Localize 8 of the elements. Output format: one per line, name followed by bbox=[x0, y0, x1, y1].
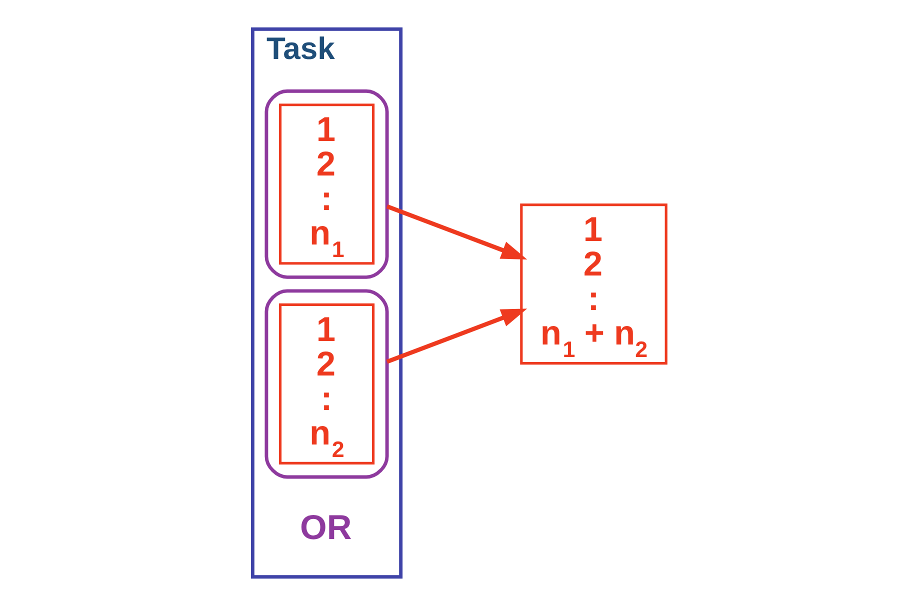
arrow bbox=[386, 204, 527, 260]
node-box: 1 2 : n$_{1}$ + n$_{2}$ bbox=[520, 204, 667, 365]
cluster bbox=[264, 289, 388, 479]
node-box: 1 2 : n$_{1}$ bbox=[278, 104, 374, 265]
label: OR bbox=[300, 509, 352, 548]
node-box: 1 2 : n$_{2}$ bbox=[278, 303, 374, 464]
arrow bbox=[386, 308, 527, 364]
cluster bbox=[264, 89, 388, 279]
